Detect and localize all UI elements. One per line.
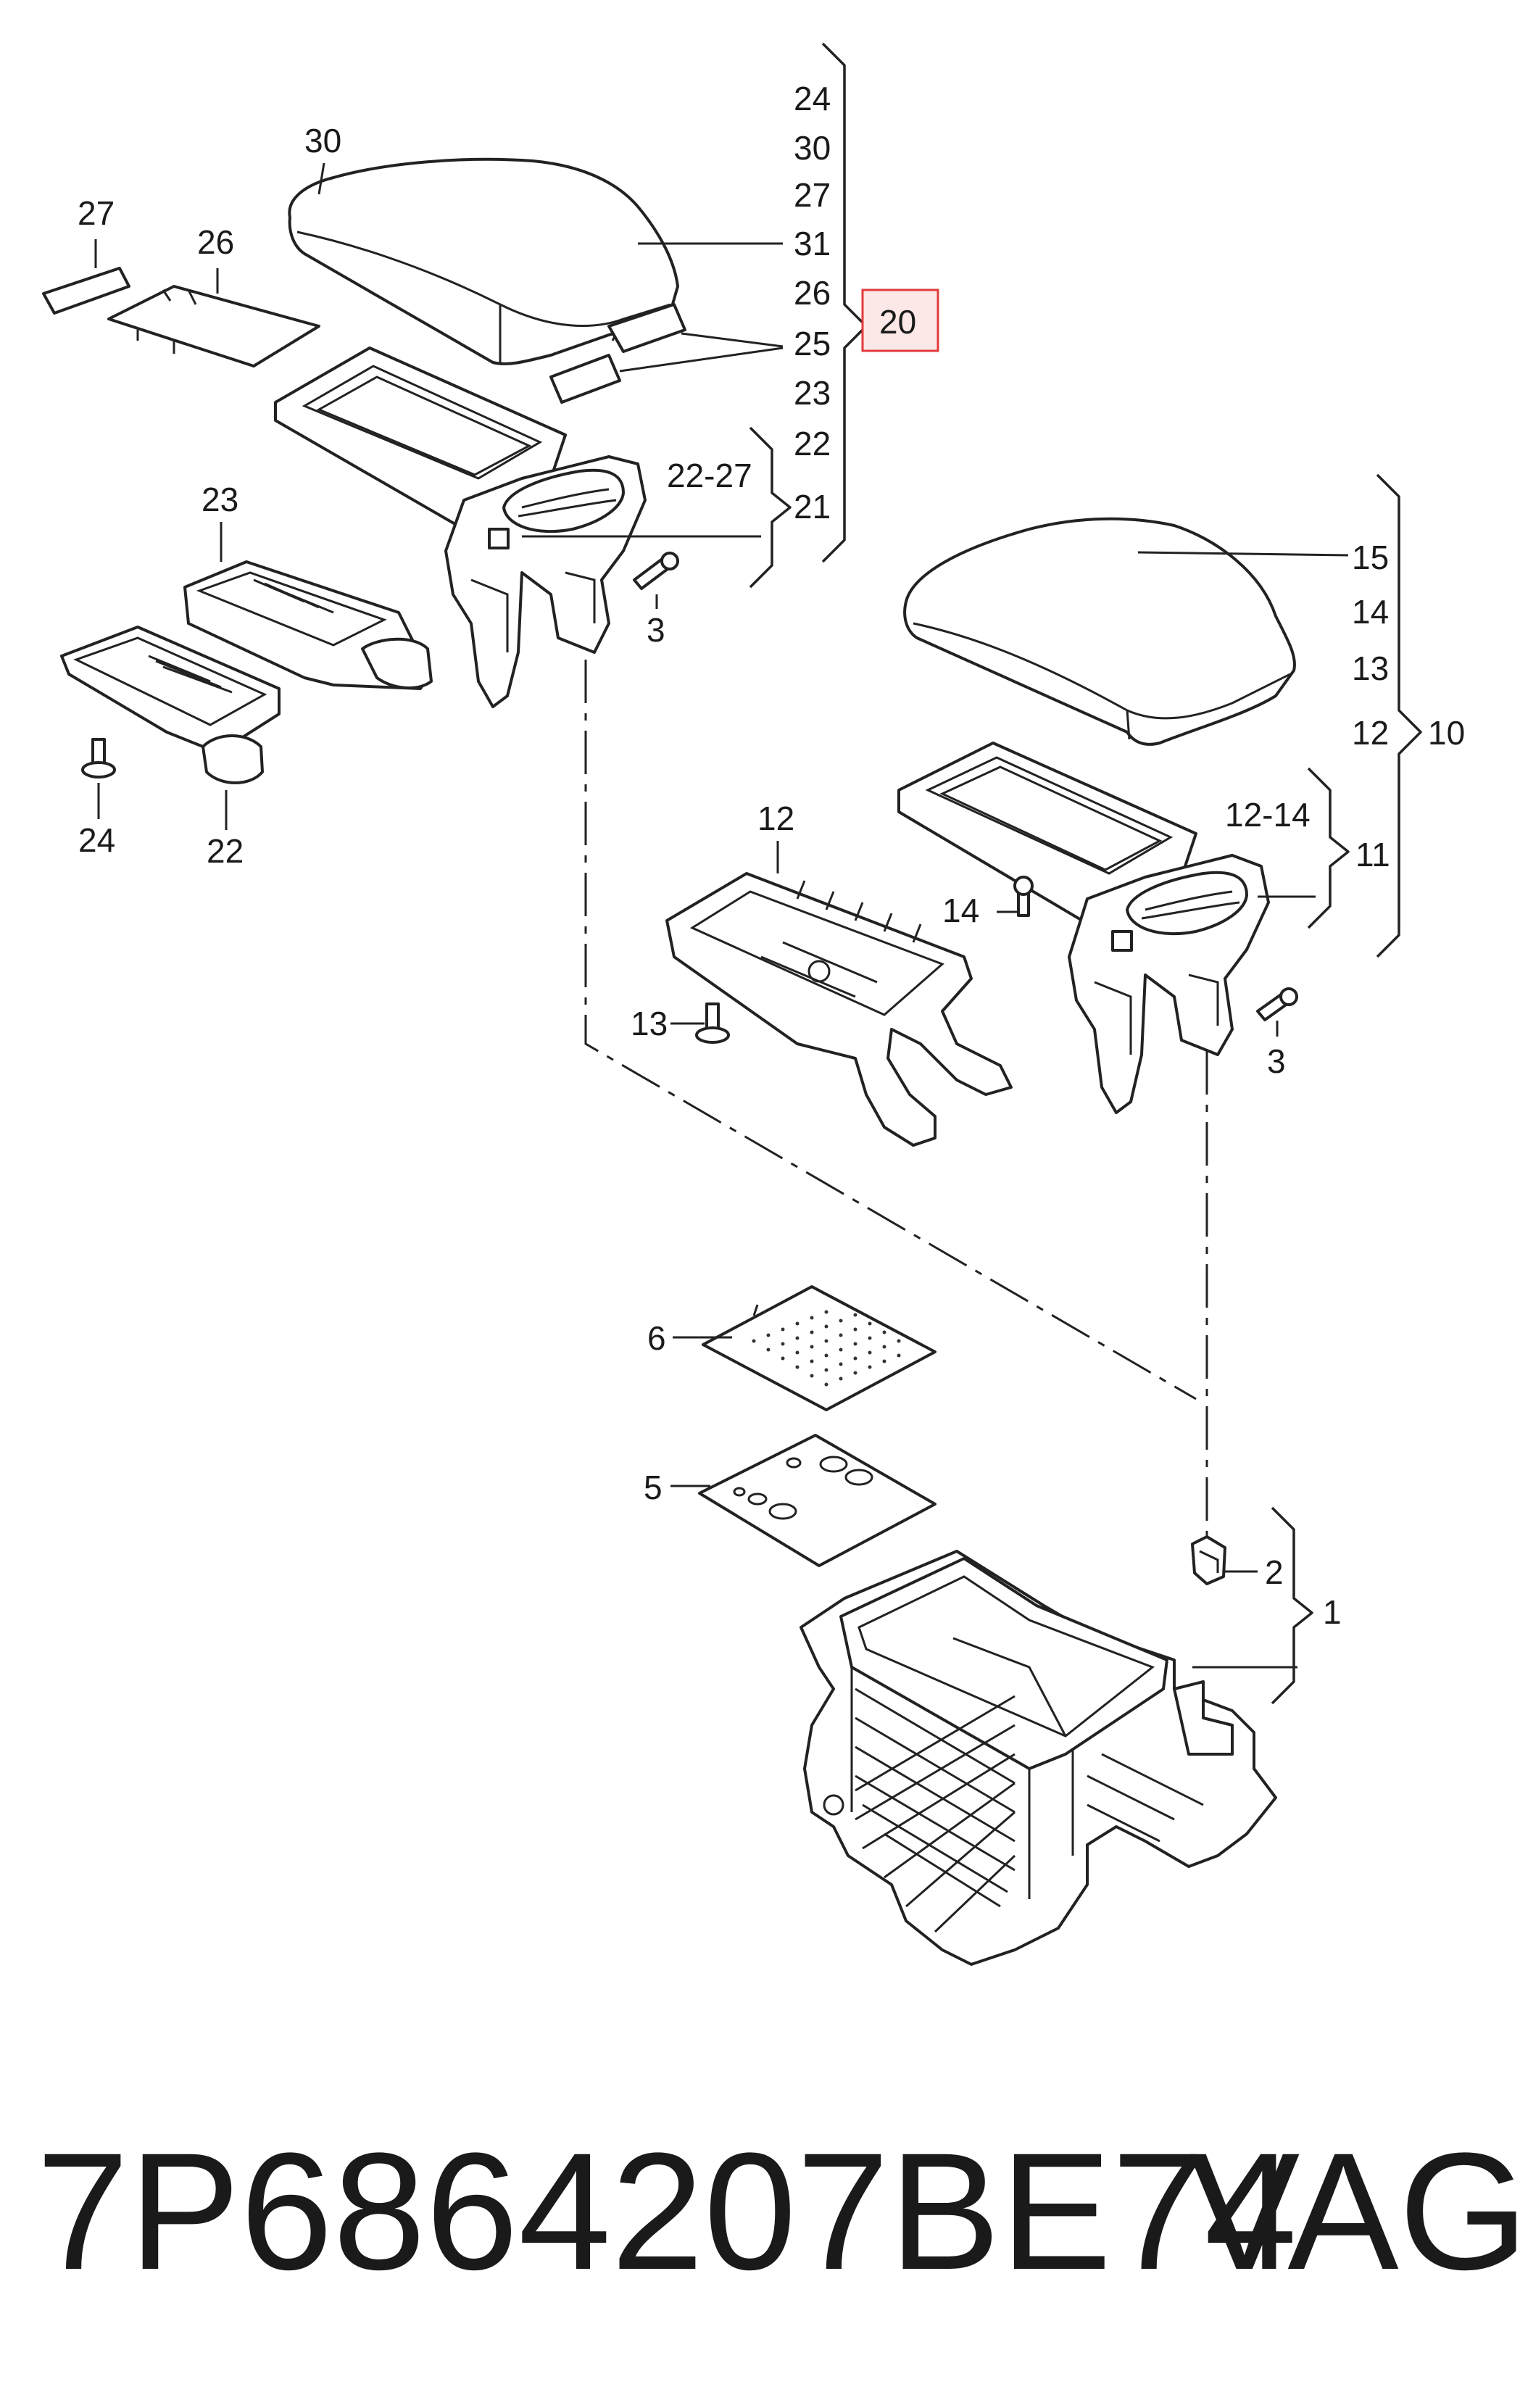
brace-group-1	[1271, 1506, 1313, 1705]
screw-3-lower	[1256, 987, 1298, 1021]
callout-1: 1	[1323, 1593, 1342, 1631]
group10-item-2: 14	[1352, 593, 1389, 631]
callout-30: 30	[304, 122, 341, 159]
brace-group-11	[1307, 767, 1350, 929]
group10-item-1: 15	[1352, 539, 1389, 576]
callout-2: 2	[1265, 1553, 1284, 1591]
callout-3-lower: 3	[1267, 1042, 1286, 1080]
group20-item-9: 21	[794, 488, 831, 526]
pad-25	[549, 354, 621, 404]
console-housing-1	[800, 1550, 1277, 1966]
sub-group-22-27-label: 22-27	[667, 457, 752, 494]
brand-name: VAG	[1189, 2118, 1520, 2304]
callout-14: 14	[942, 892, 979, 929]
tray-insert-26	[107, 285, 320, 368]
hinge-bracket-upper	[444, 455, 647, 708]
group20-item-5: 26	[794, 274, 831, 312]
callout-6: 6	[647, 1319, 666, 1357]
mat-27	[42, 267, 130, 315]
group20-item-2: 30	[794, 129, 831, 167]
group10-item-4: 12	[1352, 714, 1389, 752]
leader-lines	[94, 162, 1349, 1669]
pin-13	[695, 1002, 730, 1044]
callout-24: 24	[78, 821, 115, 859]
group20-item-8: 22	[794, 425, 831, 462]
group20-item-1: 24	[794, 80, 831, 117]
group10-item-3: 13	[1352, 649, 1389, 687]
storage-tray-22	[60, 626, 281, 784]
part-number: 7P6864207BE74	[36, 2118, 1297, 2304]
armrest-lid-lower	[903, 517, 1296, 746]
hinge-bracket-lower	[1068, 854, 1270, 1114]
callout-26: 26	[197, 223, 234, 261]
tray-12	[665, 872, 1013, 1147]
perforated-mat-6	[702, 1285, 936, 1411]
callout-3-upper: 3	[647, 611, 665, 649]
group20-item-6: 25	[794, 325, 831, 362]
callout-27: 27	[78, 194, 115, 232]
group20-item-7: 23	[794, 374, 831, 412]
group11-label: 11	[1355, 836, 1390, 873]
screw-3-upper	[633, 552, 679, 590]
screw-14	[1013, 876, 1034, 917]
clip-2	[1191, 1535, 1226, 1585]
pin-24	[81, 738, 116, 779]
brace-group-10	[1376, 473, 1422, 958]
storage-tray-23	[183, 560, 433, 690]
callout-13: 13	[631, 1005, 668, 1042]
group20-label[interactable]: 20	[879, 303, 916, 341]
mat-5	[698, 1434, 936, 1567]
group20-item-3: 27	[794, 176, 831, 214]
highlight-box-20	[861, 288, 939, 352]
callout-22: 22	[207, 832, 244, 870]
callout-23: 23	[202, 481, 238, 518]
brace-sub-22-27	[749, 426, 792, 589]
pad-31	[607, 303, 686, 353]
callout-5: 5	[644, 1469, 663, 1506]
assembly-line-upper	[584, 660, 1197, 1400]
group10-label: 10	[1428, 714, 1465, 752]
sub-group-12-14-label: 12-14	[1225, 796, 1311, 834]
callout-12: 12	[757, 800, 794, 837]
group20-item-4: 31	[794, 225, 831, 262]
